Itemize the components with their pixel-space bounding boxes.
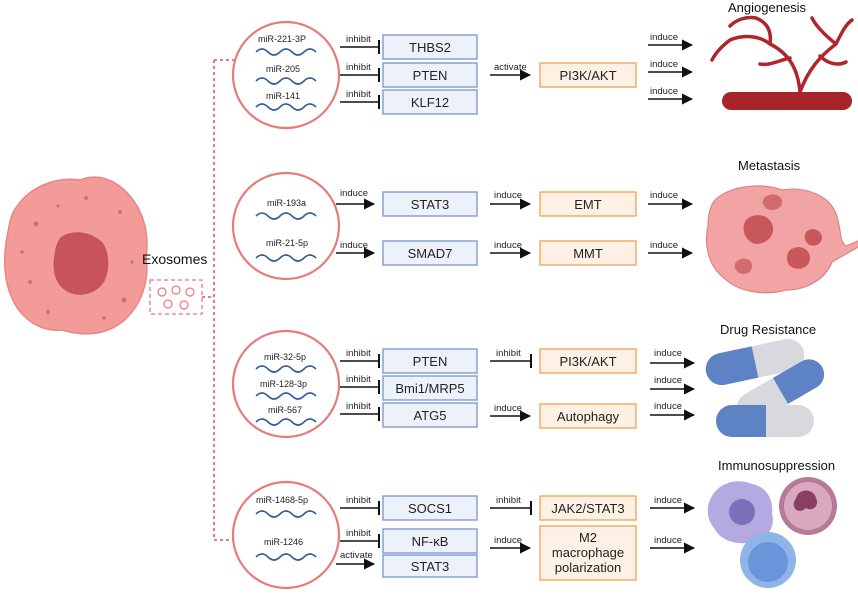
exosome-vesicles-icon — [149, 279, 203, 315]
mirna-label: miR-193a — [267, 198, 306, 208]
exosome-connector — [202, 59, 236, 541]
gene-label: STAT3 — [411, 559, 450, 574]
edge-label: induce — [650, 190, 678, 201]
edge-label: induce — [650, 240, 678, 251]
mirna-label: miR-128-3p — [260, 379, 307, 389]
edge-label: inhibit — [346, 348, 371, 359]
tumor-cell-icon — [3, 176, 148, 335]
gene-label: PTEN — [413, 354, 448, 369]
gene-box — [382, 62, 478, 88]
edge-label: induce — [494, 535, 522, 546]
edge-label: inhibit — [496, 495, 521, 506]
panel-title: Angiogenesis — [728, 0, 807, 15]
pathway-label: macrophage — [552, 545, 624, 560]
pathway-box — [539, 348, 637, 374]
panel-drug-resistance: inhibit PTEN inhibit Bmi1/MRP5 inhibit A… — [340, 322, 825, 437]
gene-label: KLF12 — [411, 95, 449, 110]
edge-label: induce — [654, 535, 682, 546]
edge-label: activate — [340, 550, 373, 561]
mirna-circle-drug-resistance — [231, 329, 341, 439]
gene-label: ATG5 — [414, 408, 447, 423]
gene-label: THBS2 — [409, 40, 451, 55]
exosomes-label: Exosomes — [142, 251, 207, 267]
gene-box — [382, 375, 478, 401]
mirna-label: miR-141 — [266, 91, 300, 101]
pathway-label: polarization — [555, 560, 622, 575]
gene-label: SOCS1 — [408, 501, 452, 516]
gene-box — [382, 191, 478, 217]
panel-title: Metastasis — [738, 158, 801, 173]
pathway-label: JAK2/STAT3 — [551, 501, 624, 516]
pathway-label: Autophagy — [557, 409, 620, 424]
edge-label: inhibit — [346, 495, 371, 506]
mirna-label: miR-1468-5p — [256, 495, 308, 505]
mirna-circle-angiogenesis — [231, 20, 341, 130]
gene-label: Bmi1/MRP5 — [395, 381, 464, 396]
gene-label: STAT3 — [411, 197, 450, 212]
pathway-box — [539, 403, 637, 429]
edge-label: induce — [650, 86, 678, 97]
pathway-box — [539, 240, 637, 266]
pathway-box — [539, 62, 637, 88]
mirna-label: miR-221-3P — [258, 34, 306, 44]
edge-label: induce — [654, 495, 682, 506]
gene-label: NF-κB — [412, 534, 449, 549]
pathway-label: M2 — [579, 530, 597, 545]
gene-box — [382, 528, 478, 554]
gene-box — [382, 240, 478, 266]
panel-metastasis: induce STAT3 induce SMAD7 induce EMT ind… — [336, 158, 858, 294]
edge-label: induce — [654, 348, 682, 359]
mirna-circle-metastasis — [231, 171, 341, 281]
pathway-label: EMT — [574, 197, 602, 212]
gene-label: SMAD7 — [408, 246, 453, 261]
mirna-wave-icon — [255, 48, 317, 561]
edge-label: induce — [340, 240, 368, 251]
pathway-box — [539, 495, 637, 521]
panel-title: Drug Resistance — [720, 322, 816, 337]
edge-label: induce — [494, 240, 522, 251]
mirna-circle-immunosuppression — [231, 480, 341, 590]
immune-cells-icon — [707, 477, 837, 588]
gene-box — [382, 495, 478, 521]
gene-box — [382, 348, 478, 374]
pathway-label: PI3K/AKT — [559, 354, 616, 369]
edge-label: induce — [654, 375, 682, 386]
pathway-box — [539, 525, 637, 581]
mirna-label: miR-32-5p — [264, 352, 306, 362]
edge-label: inhibit — [346, 62, 371, 73]
panel-title: Immunosuppression — [718, 458, 835, 473]
gene-box — [382, 89, 478, 115]
gene-box — [382, 34, 478, 60]
panel-angiogenesis: inhibit THBS2 inhibit PTEN inhibit KLF12… — [340, 0, 854, 115]
edge-label: inhibit — [346, 401, 371, 412]
mirna-label: miR-205 — [266, 64, 300, 74]
edge-label: inhibit — [346, 374, 371, 385]
edge-label: induce — [654, 401, 682, 412]
pathway-box — [539, 191, 637, 217]
blood-vessel-icon — [710, 15, 854, 110]
pathway-label: MMT — [573, 246, 603, 261]
edge-label: induce — [650, 59, 678, 70]
edge-label: activate — [494, 62, 527, 73]
edge-label: induce — [494, 190, 522, 201]
gene-label: PTEN — [413, 68, 448, 83]
edge-label: induce — [494, 403, 522, 414]
edge-label: inhibit — [346, 34, 371, 45]
gene-box — [382, 554, 478, 578]
edge-label: induce — [650, 32, 678, 43]
capsule-pills-icon — [705, 338, 825, 437]
edge-label: inhibit — [346, 89, 371, 100]
edge-label: inhibit — [346, 528, 371, 539]
edge-label: induce — [340, 188, 368, 199]
mirna-label: miR-1246 — [264, 537, 303, 547]
edge-label: inhibit — [496, 348, 521, 359]
mirna-label: miR-567 — [268, 405, 302, 415]
tumor-cluster-icon — [705, 185, 858, 294]
gene-box — [382, 402, 478, 428]
mirna-label: miR-21-5p — [266, 238, 308, 248]
panel-immunosuppression: inhibit SOCS1 inhibit NF-κB activate STA… — [336, 458, 837, 588]
pathway-label: PI3K/AKT — [559, 68, 616, 83]
